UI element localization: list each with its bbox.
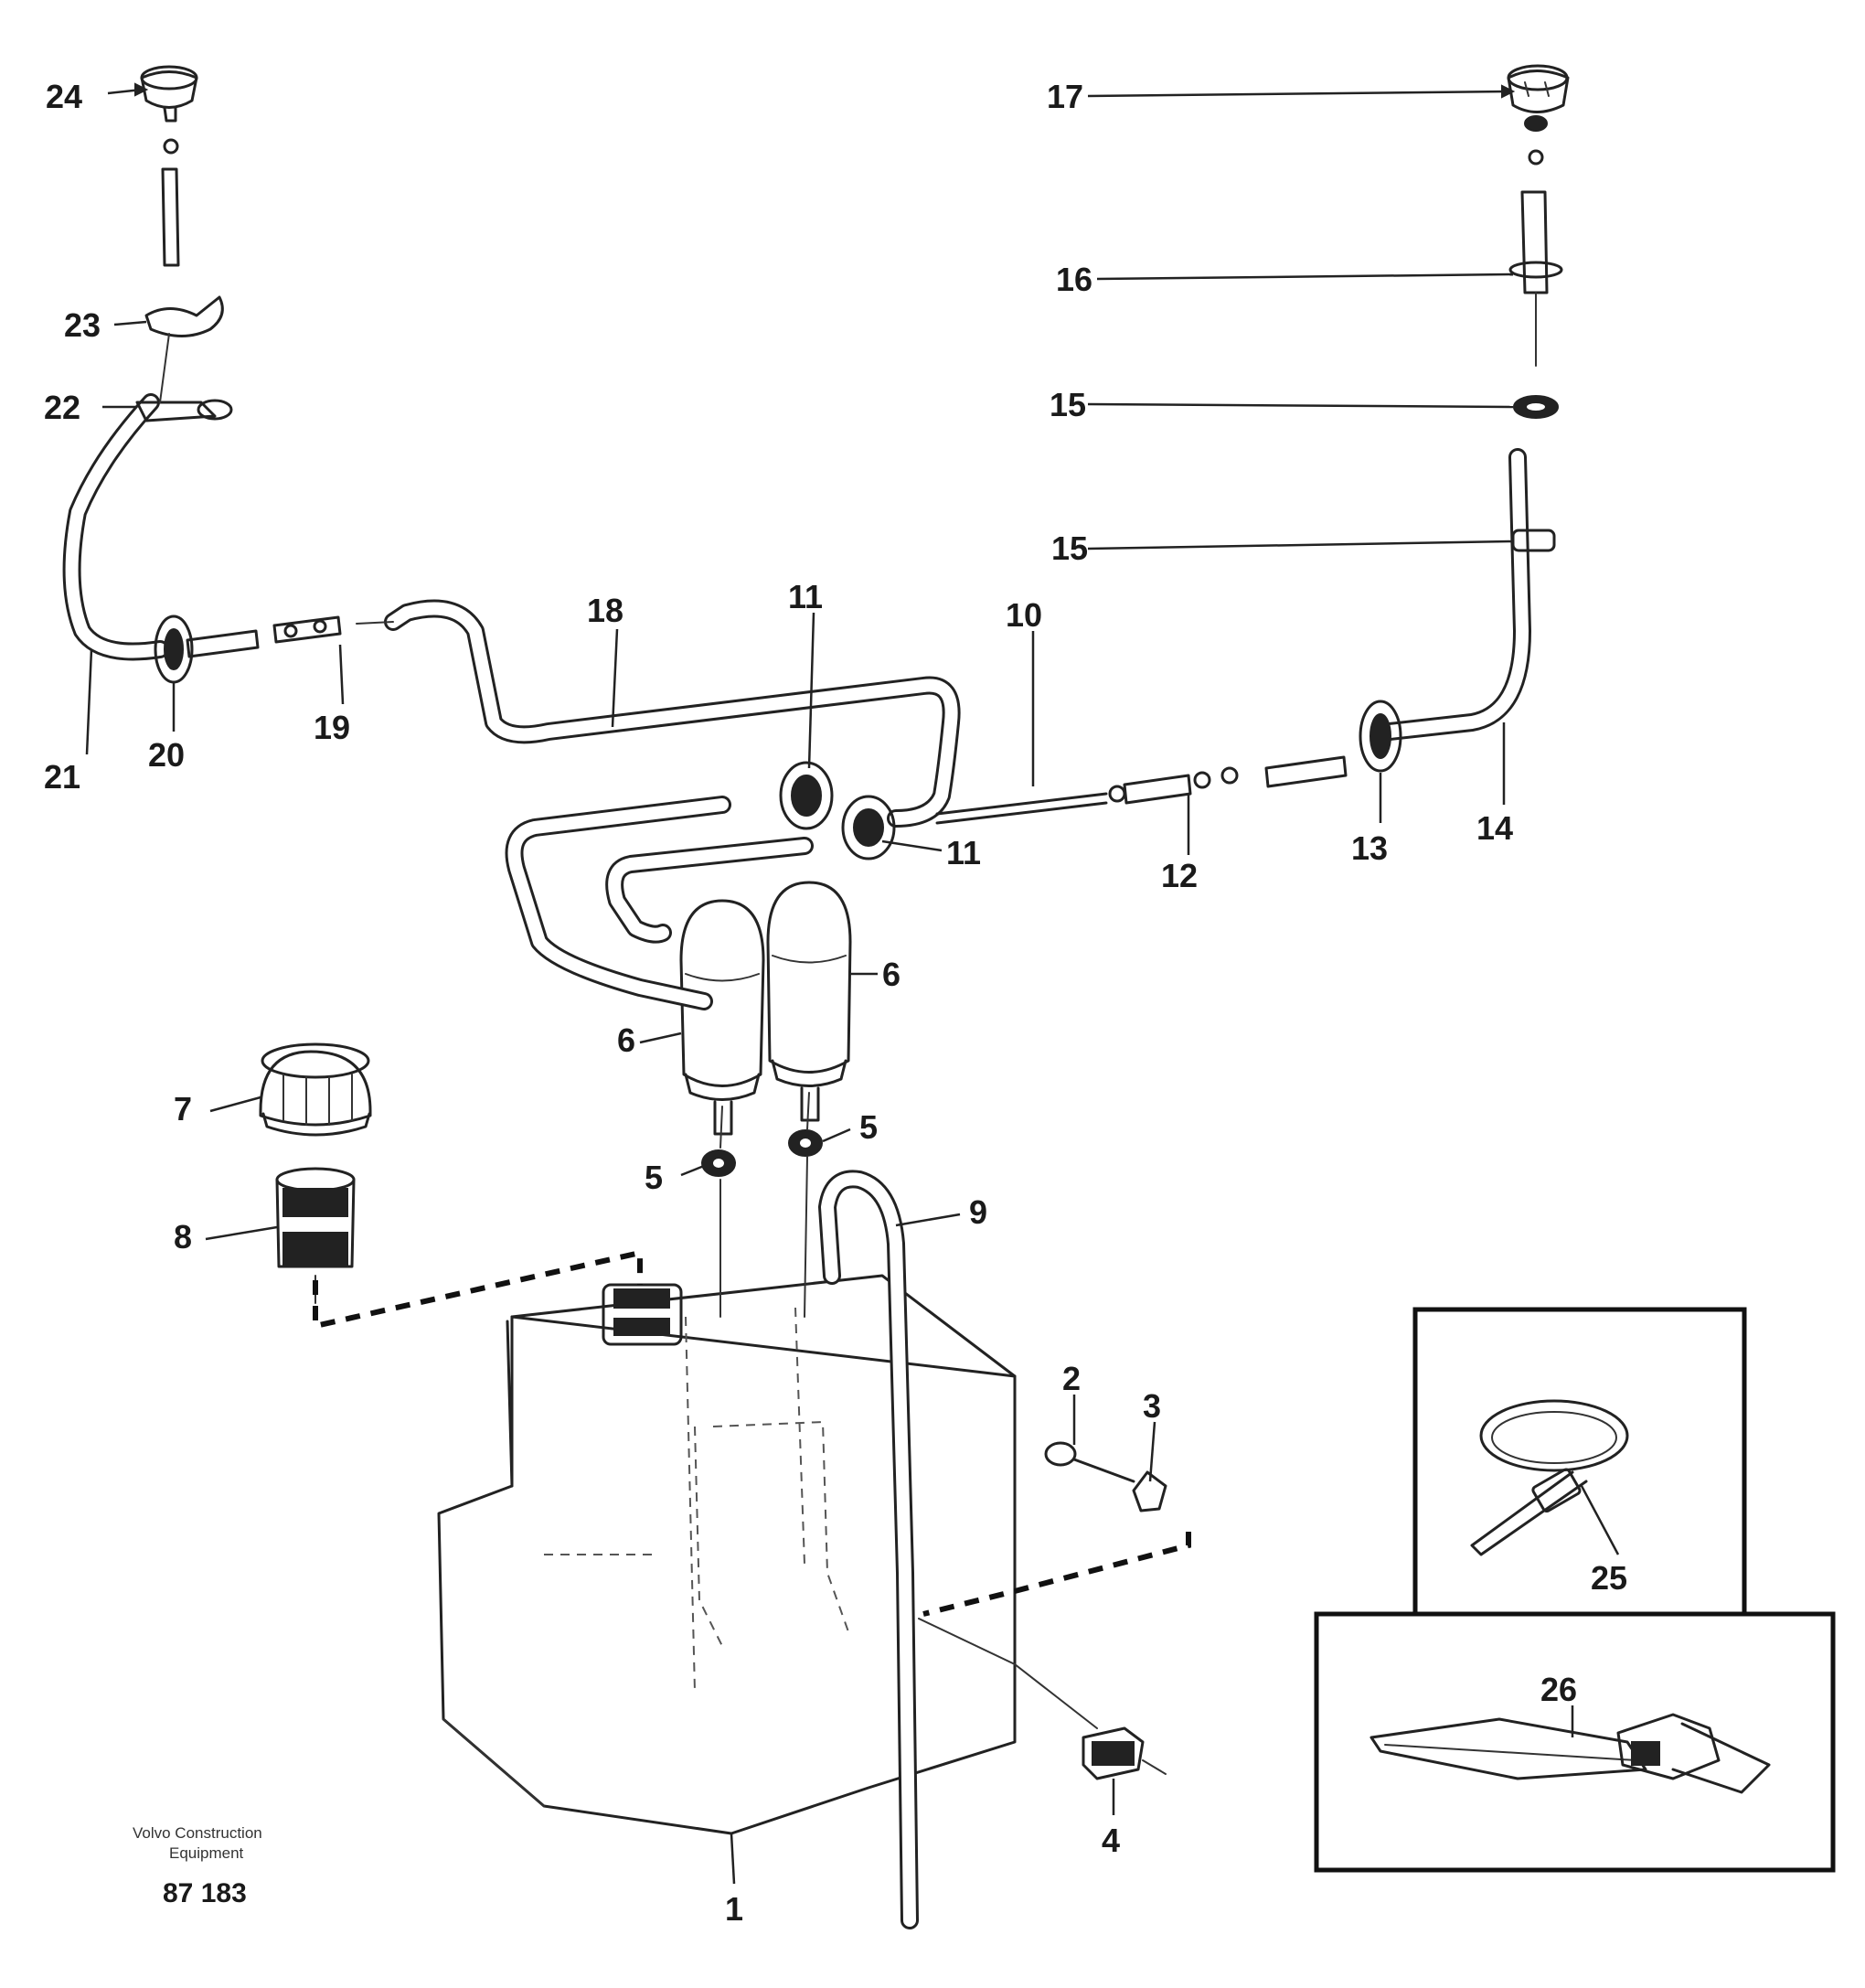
holder-22 bbox=[135, 333, 233, 422]
callout-22: 22 bbox=[44, 389, 80, 426]
callout-11-upper: 11 bbox=[788, 578, 823, 615]
screw-2 bbox=[1044, 1441, 1135, 1483]
grommet-left bbox=[701, 1149, 736, 1177]
callout-2: 2 bbox=[1062, 1360, 1081, 1397]
coupling-right bbox=[1264, 755, 1348, 788]
nozzle-17 bbox=[1507, 64, 1570, 166]
arrowhead-24 bbox=[134, 82, 149, 97]
callout-26: 26 bbox=[1540, 1671, 1577, 1708]
callout-24: 24 bbox=[46, 78, 82, 115]
nozzle-24 bbox=[140, 65, 198, 267]
washer-pump-right bbox=[766, 881, 852, 1122]
clip-11-lower bbox=[841, 795, 896, 860]
callout-25: 25 bbox=[1591, 1559, 1627, 1597]
callout-17: 17 bbox=[1047, 78, 1083, 115]
nut-4 bbox=[1082, 1726, 1145, 1780]
callout-9: 9 bbox=[969, 1193, 987, 1231]
publisher-line-2: Equipment bbox=[169, 1844, 244, 1862]
callout-13: 13 bbox=[1351, 829, 1388, 867]
callout-11-lower: 11 bbox=[946, 834, 981, 871]
pump-hose-right bbox=[605, 837, 814, 944]
coupling-19 bbox=[186, 615, 394, 658]
pump-hose-left bbox=[505, 796, 731, 1010]
connector-12 bbox=[1108, 766, 1239, 805]
tank-filler-neck bbox=[602, 1283, 683, 1346]
leader-lines bbox=[85, 88, 1514, 1885]
washer-tank bbox=[437, 1274, 1017, 1835]
arrowhead-17 bbox=[1501, 84, 1516, 99]
callout-8: 8 bbox=[174, 1218, 192, 1256]
filler-cap bbox=[259, 1042, 372, 1137]
clip-11-upper bbox=[779, 761, 834, 830]
detail-box-26 bbox=[1314, 1611, 1836, 1873]
clip-15-upper bbox=[1513, 395, 1559, 419]
callout-15-upper: 15 bbox=[1050, 386, 1086, 423]
strainer-position-line bbox=[313, 1249, 643, 1330]
nozzle-holder-23 bbox=[144, 295, 224, 337]
callout-21: 21 bbox=[44, 758, 80, 796]
hose-21 bbox=[62, 393, 169, 661]
grommet-20 bbox=[154, 615, 194, 684]
callout-12: 12 bbox=[1161, 857, 1198, 894]
callout-5-right: 5 bbox=[859, 1108, 878, 1146]
callout-1: 1 bbox=[725, 1890, 743, 1928]
washer-3 bbox=[1132, 1470, 1167, 1512]
callout-labels: 1 2 3 4 5 5 6 6 7 8 9 10 11 11 12 13 14 … bbox=[44, 78, 1627, 1928]
clip-15-lower bbox=[1511, 529, 1556, 552]
detail-box-25 bbox=[1412, 1307, 1747, 1619]
callout-18: 18 bbox=[587, 592, 623, 629]
nozzle-tube-16 bbox=[1508, 190, 1563, 367]
callout-5-left: 5 bbox=[645, 1159, 663, 1196]
hose-18 bbox=[384, 599, 961, 828]
callout-14: 14 bbox=[1476, 809, 1513, 847]
callout-20: 20 bbox=[148, 736, 185, 774]
callout-16: 16 bbox=[1056, 261, 1092, 298]
callout-6-left: 6 bbox=[617, 1021, 635, 1059]
callout-23: 23 bbox=[64, 306, 101, 344]
grommet-13 bbox=[1359, 700, 1402, 773]
callout-4: 4 bbox=[1102, 1822, 1120, 1859]
mounting-line-lower bbox=[918, 1618, 1098, 1729]
callout-10: 10 bbox=[1006, 596, 1042, 634]
mounting-line-upper bbox=[922, 1532, 1191, 1617]
pump-inlet-left bbox=[719, 1106, 723, 1318]
return-hose bbox=[818, 1170, 919, 1929]
grommet-right bbox=[788, 1129, 823, 1157]
publisher-line-1: Volvo Construction bbox=[133, 1824, 262, 1842]
callout-19: 19 bbox=[314, 709, 350, 746]
washer-pump-left bbox=[679, 899, 765, 1136]
callout-7: 7 bbox=[174, 1090, 192, 1128]
drawing-number: 87 183 bbox=[163, 1878, 247, 1908]
callout-15-lower: 15 bbox=[1051, 529, 1088, 567]
hose-14 bbox=[1380, 448, 1531, 741]
drawing-reference: Volvo Construction Equipment 87 183 bbox=[133, 1824, 262, 1908]
callout-3: 3 bbox=[1143, 1387, 1161, 1425]
callout-6-right: 6 bbox=[882, 956, 901, 993]
pipe-10 bbox=[935, 792, 1108, 825]
pump-inlet-right bbox=[804, 1092, 810, 1318]
